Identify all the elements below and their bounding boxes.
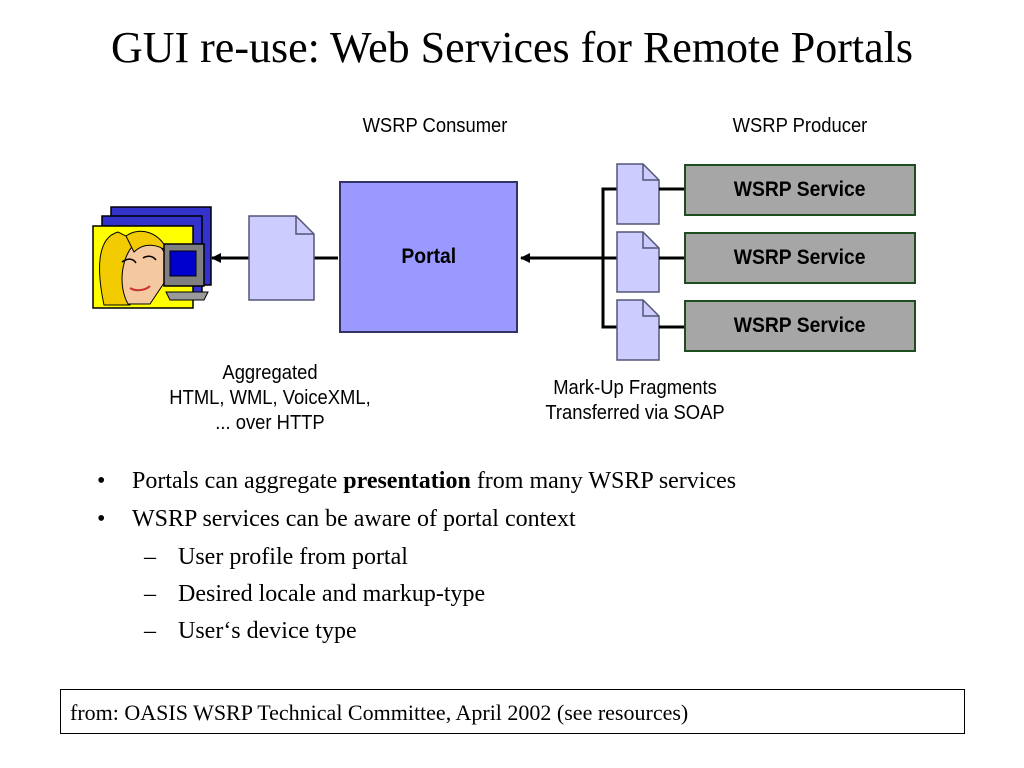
wsrp-service-label: WSRP Service: [734, 178, 866, 201]
bullet-item: • Portals can aggregate presentation fro…: [92, 466, 972, 504]
portal-box: Portal: [339, 181, 518, 333]
portal-label: Portal: [401, 245, 456, 268]
bullet-item: • WSRP services can be aware of portal c…: [92, 504, 972, 542]
wsrp-producer-label: WSRP Producer: [732, 115, 868, 137]
fragments-label-line: Mark-Up Fragments: [553, 377, 717, 399]
fragment-document-icon: [616, 299, 660, 361]
bullet-text: WSRP services can be aware of portal con…: [132, 506, 576, 532]
wsrp-service-box: WSRP Service: [684, 164, 916, 216]
sub-bullet-item: – User‘s device type: [92, 616, 972, 653]
bullet-text: Portals can aggregate: [132, 468, 344, 494]
sub-bullet-item: – User profile from portal: [92, 542, 972, 579]
bullet-text: from many WSRP services: [470, 468, 737, 494]
aggregated-document-icon: [248, 215, 315, 301]
user-computer-clipart: [92, 206, 212, 309]
source-citation: from: OASIS WSRP Technical Committee, Ap…: [60, 689, 965, 734]
aggregated-label-line: HTML, WML, VoiceXML,: [169, 387, 371, 409]
dash-marker: –: [144, 544, 156, 570]
fragment-document-icon: [616, 231, 660, 293]
aggregated-label-line: ... over HTTP: [215, 412, 325, 434]
aggregated-label-line: Aggregated: [222, 362, 318, 384]
fragment-document-icon: [616, 163, 660, 225]
dash-marker: –: [144, 618, 156, 644]
service-bracket: [601, 187, 617, 329]
slide-title: GUI re-use: Web Services for Remote Port…: [110, 23, 914, 72]
wsrp-consumer-label: WSRP Consumer: [362, 115, 508, 137]
sub-bullet-item: – Desired locale and markup-type: [92, 579, 972, 616]
sub-bullet-text: User profile from portal: [178, 544, 408, 570]
wsrp-service-box: WSRP Service: [684, 232, 916, 284]
wsrp-service-label: WSRP Service: [734, 246, 866, 269]
bullet-marker: •: [97, 468, 106, 494]
sub-bullet-text: User‘s device type: [178, 618, 357, 644]
dash-marker: –: [144, 581, 156, 607]
bullet-list: • Portals can aggregate presentation fro…: [92, 466, 972, 653]
sub-bullet-text: Desired locale and markup-type: [178, 581, 486, 607]
bullet-emphasis: presentation: [343, 468, 471, 494]
wsrp-service-label: WSRP Service: [734, 314, 866, 337]
bullet-marker: •: [97, 506, 106, 532]
aggregated-label: Aggregated HTML, WML, VoiceXML, ... over…: [150, 361, 389, 436]
wsrp-service-box: WSRP Service: [684, 300, 916, 352]
fragments-label-line: Transferred via SOAP: [545, 402, 725, 424]
fragments-label: Mark-Up Fragments Transferred via SOAP: [520, 376, 750, 426]
